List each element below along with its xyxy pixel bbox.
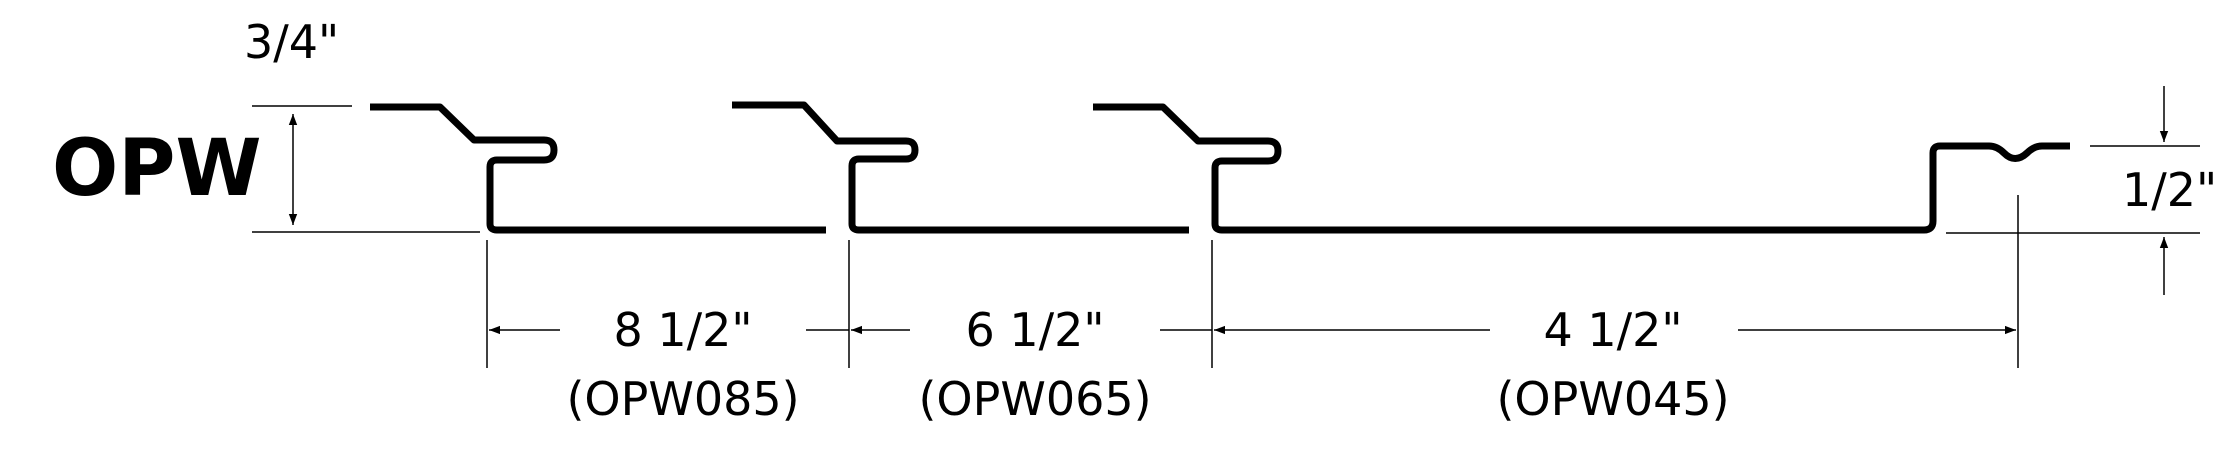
width-label-3: 4 1/2" [1543,303,1682,357]
width-label-1: 8 1/2" [613,303,752,357]
panel-profiles [370,101,2070,234]
width-dimensions: 8 1/2" 6 1/2" 4 1/2" (OPW085) (OPW065) (… [486,195,2019,426]
right-height-dimension: 1/2" [1946,86,2217,295]
model-label-1: (OPW085) [566,372,799,426]
panel-profile-2 [732,101,1189,234]
model-label-2: (OPW065) [918,372,1151,426]
panel-profile-3 [1093,103,2070,234]
diagram-title: OPW [52,124,262,214]
panel-profile-1 [370,103,826,234]
height-label-left: 3/4" [244,15,339,69]
model-label-3: (OPW045) [1496,372,1729,426]
left-height-dimension: 3/4" [244,15,480,233]
height-label-right: 1/2" [2122,163,2217,217]
width-label-2: 6 1/2" [965,303,1104,357]
